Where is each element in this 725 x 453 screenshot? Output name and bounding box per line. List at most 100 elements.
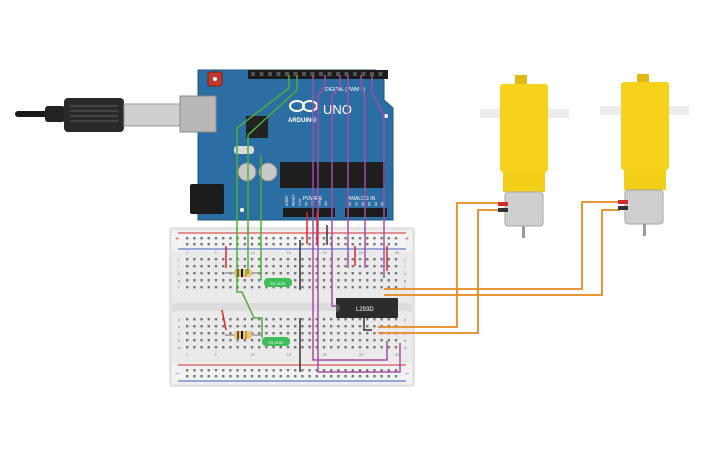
breadboard-hole[interactable] [229,258,232,261]
breadboard-hole[interactable] [387,375,390,378]
breadboard-hole[interactable] [358,272,362,275]
breadboard-hole[interactable] [308,332,311,335]
usb-cable[interactable] [15,98,183,132]
breadboard-hole[interactable] [322,265,326,268]
breadboard-hole[interactable] [250,237,254,240]
breadboard-hole[interactable] [337,279,340,282]
breadboard-hole[interactable] [358,237,362,240]
breadboard-hole[interactable] [330,375,333,378]
push-button-bottom[interactable]: TH 1100 [262,337,290,346]
breadboard-hole[interactable] [222,325,225,328]
breadboard-hole[interactable] [229,243,232,246]
breadboard-hole[interactable] [387,258,390,261]
breadboard-hole[interactable] [243,375,246,378]
digital-pin[interactable] [285,72,289,76]
breadboard-hole[interactable] [373,332,376,335]
breadboard-hole[interactable] [186,346,189,349]
breadboard-hole[interactable] [265,237,268,240]
breadboard-hole[interactable] [236,375,239,378]
breadboard-hole[interactable] [308,346,311,349]
digital-pin[interactable] [336,72,340,76]
breadboard-hole[interactable] [279,237,282,240]
breadboard-hole[interactable] [344,375,347,378]
breadboard-hole[interactable] [279,369,282,372]
breadboard-hole[interactable] [236,346,239,349]
breadboard-hole[interactable] [330,258,333,261]
breadboard-hole[interactable] [200,272,203,275]
breadboard-hole[interactable] [193,346,196,349]
breadboard-hole[interactable] [258,369,261,372]
breadboard-hole[interactable] [265,318,268,321]
breadboard-hole[interactable] [250,369,254,372]
breadboard-hole[interactable] [258,375,261,378]
breadboard-hole[interactable] [337,318,340,321]
breadboard-hole[interactable] [344,369,347,372]
breadboard-hole[interactable] [380,286,383,289]
breadboard-hole[interactable] [308,279,311,282]
breadboard-hole[interactable] [258,325,261,328]
breadboard-hole[interactable] [387,369,390,372]
breadboard-hole[interactable] [322,369,326,372]
breadboard-hole[interactable] [229,339,232,342]
breadboard-hole[interactable] [308,258,311,261]
breadboard-hole[interactable] [358,265,362,268]
breadboard-hole[interactable] [322,325,326,328]
breadboard-hole[interactable] [351,286,354,289]
breadboard-hole[interactable] [200,258,203,261]
breadboard-hole[interactable] [207,243,210,246]
breadboard-hole[interactable] [229,286,232,289]
breadboard-hole[interactable] [207,279,210,282]
breadboard-hole[interactable] [272,272,275,275]
breadboard-hole[interactable] [358,318,362,321]
breadboard-hole[interactable] [380,272,383,275]
breadboard-hole[interactable] [200,325,203,328]
breadboard-hole[interactable] [366,237,369,240]
breadboard-hole[interactable] [394,286,398,289]
breadboard-hole[interactable] [272,325,275,328]
breadboard-hole[interactable] [236,339,239,342]
breadboard-hole[interactable] [272,243,275,246]
breadboard-hole[interactable] [301,369,304,372]
breadboard-hole[interactable] [214,265,218,268]
breadboard-hole[interactable] [337,258,340,261]
breadboard-hole[interactable] [294,279,297,282]
breadboard-hole[interactable] [308,375,311,378]
breadboard-hole[interactable] [243,243,246,246]
digital-pin[interactable] [319,72,323,76]
breadboard-hole[interactable] [351,265,354,268]
breadboard-hole[interactable] [380,237,383,240]
breadboard-hole[interactable] [366,318,369,321]
breadboard-hole[interactable] [344,258,347,261]
purple-wires[interactable] [312,75,401,373]
breadboard-hole[interactable] [294,325,297,328]
breadboard-hole[interactable] [250,325,254,328]
breadboard-hole[interactable] [258,243,261,246]
breadboard-hole[interactable] [380,318,383,321]
breadboard-hole[interactable] [337,237,340,240]
breadboard-hole[interactable] [337,265,340,268]
breadboard-hole[interactable] [315,258,318,261]
breadboard-hole[interactable] [394,375,398,378]
breadboard-hole[interactable] [308,272,311,275]
breadboard-hole[interactable] [279,272,282,275]
breadboard-hole[interactable] [315,265,318,268]
breadboard-hole[interactable] [200,332,203,335]
breadboard-hole[interactable] [222,339,225,342]
breadboard-hole[interactable] [286,346,290,349]
breadboard-hole[interactable] [330,325,333,328]
breadboard-hole[interactable] [394,279,398,282]
breadboard-hole[interactable] [366,339,369,342]
red-wires[interactable] [221,212,388,331]
breadboard-hole[interactable] [243,237,246,240]
breadboard-hole[interactable] [200,237,203,240]
breadboard-hole[interactable] [272,265,275,268]
breadboard-hole[interactable] [330,272,333,275]
breadboard-hole[interactable] [351,272,354,275]
breadboard-hole[interactable] [358,346,362,349]
breadboard-hole[interactable] [186,318,189,321]
breadboard-hole[interactable] [222,375,225,378]
breadboard-hole[interactable] [351,279,354,282]
breadboard-hole[interactable] [258,279,261,282]
breadboard-hole[interactable] [373,346,376,349]
breadboard-hole[interactable] [380,265,383,268]
